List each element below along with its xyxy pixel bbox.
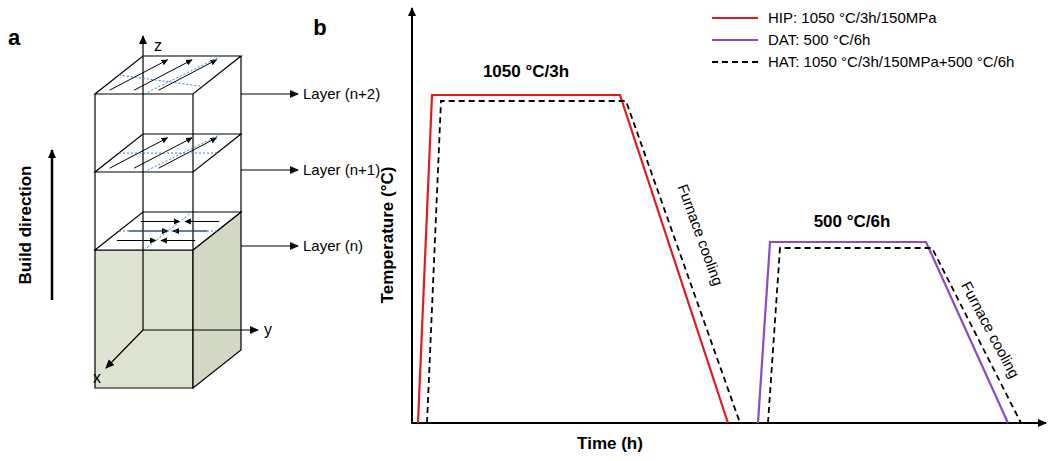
scan-vector	[134, 60, 192, 90]
scan-vector	[161, 240, 195, 241]
chart-axes	[411, 8, 1046, 423]
scan-vector	[185, 221, 219, 222]
figure-label: a	[8, 26, 20, 50]
legend-text: DAT: 500 °C/6h	[768, 32, 870, 49]
figure-label: Layer (n+2)	[303, 86, 380, 103]
heat-treatment-curves	[418, 95, 1021, 423]
cube-illustration	[52, 36, 298, 388]
legend-text: HAT: 1050 °C/3h/150MPa+500 °C/6h	[768, 54, 1014, 71]
scan-path	[110, 56, 222, 250]
figure-label: Build direction	[17, 166, 36, 285]
scan-vector	[144, 56, 221, 94]
scan-vector	[119, 153, 217, 154]
scan-vector	[141, 221, 180, 222]
figure-label: Furnace cooling	[958, 279, 1023, 381]
scan-vector	[159, 60, 217, 90]
figure-label: b	[313, 16, 326, 40]
figure-label: z	[154, 37, 162, 55]
figure-label: Temperature (°C)	[379, 167, 398, 304]
scan-vector	[173, 231, 207, 232]
scan-vector	[110, 138, 168, 168]
scan-vector	[110, 60, 168, 90]
scan-vector	[119, 75, 203, 86]
scan-vector	[119, 231, 217, 232]
figure-label: 1050 °C/3h	[483, 63, 569, 82]
legend-samples	[712, 18, 758, 62]
scan-vector	[117, 240, 156, 241]
figure-label: Layer (n+1)	[303, 162, 380, 179]
legend-text: HIP: 1050 °C/3h/150MPa	[768, 10, 937, 27]
figure-label: x	[93, 369, 101, 387]
figure-label: Furnace cooling	[674, 182, 726, 288]
figure-label: Time (h)	[577, 435, 643, 454]
figure-label: Layer (n)	[303, 238, 363, 255]
figure-label: y	[264, 321, 272, 339]
figure-label: 500 °C/6h	[814, 213, 891, 232]
